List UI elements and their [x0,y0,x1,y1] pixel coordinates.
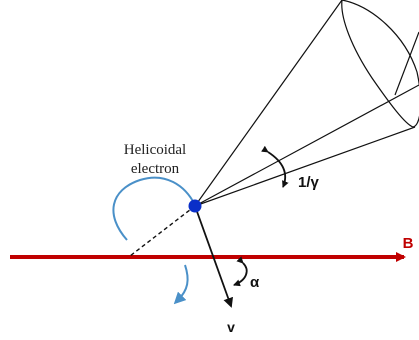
helix-arc [112,176,196,241]
electron-label-line1: Helicoidal [124,142,186,158]
helix-arc-lower [173,264,189,305]
pitch-angle-arc [233,256,248,287]
emission-cone [194,0,419,207]
velocity-label: v [227,319,235,335]
field-label: B [403,235,414,252]
cone-angle-arc [261,145,289,188]
electron-dot [188,199,202,213]
electron-label-line2: electron [131,161,180,177]
pitch-angle-label: α [250,274,260,291]
cone-angle-label: 1/γ [298,174,320,191]
velocity-vector [194,205,233,308]
gyration-radius-dashed [129,205,196,257]
